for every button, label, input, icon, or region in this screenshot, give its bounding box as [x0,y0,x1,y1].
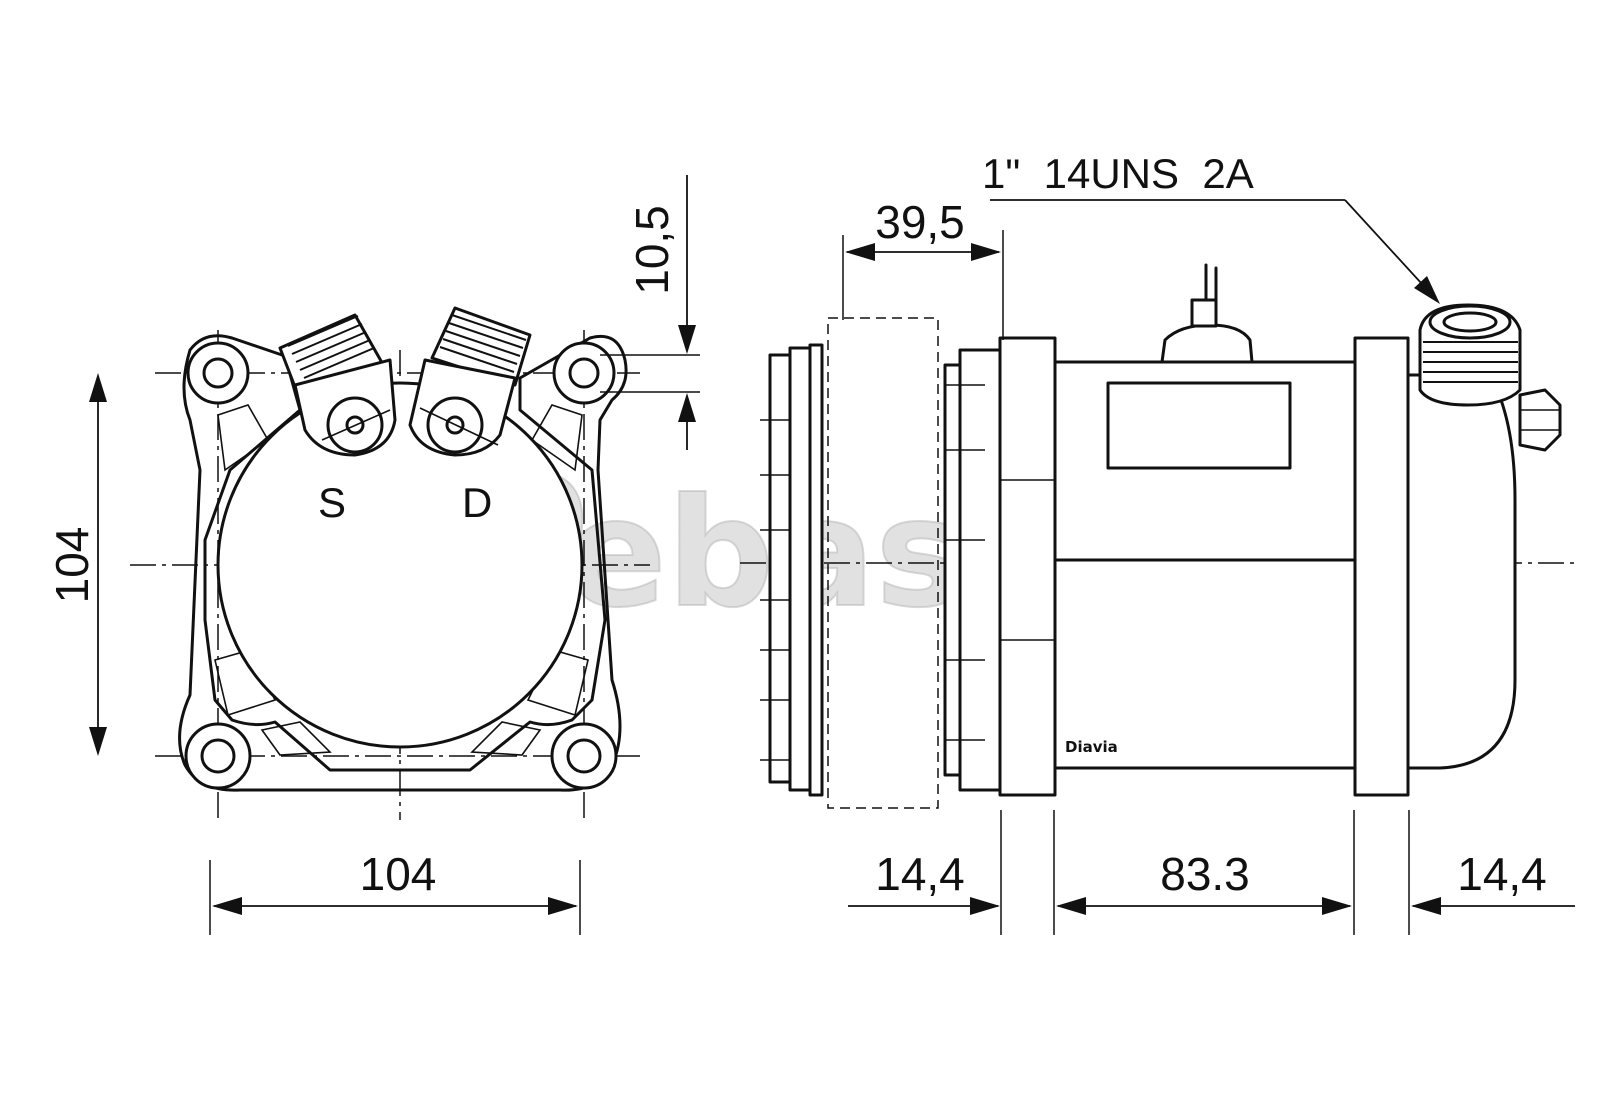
body-length-dimension: 83.3 [1056,848,1352,915]
height-dimension: 104 [46,373,107,756]
thread-spec-label: 1" 14UNS 2A [982,150,1254,197]
top-switch-connector [1160,263,1254,364]
rear-threaded-port [1418,303,1522,407]
front-head-dimension: 14,4 [848,848,1000,915]
bracket-rib-bottom-right [470,721,542,756]
discharge-port-fitting [408,306,532,457]
mounting-bracket [178,334,628,792]
rear-head [1353,336,1410,797]
compressor-cylinder-body [1053,360,1357,770]
clutch-width-value: 39,5 [875,196,965,248]
bracket-pocket-lower-right [526,649,589,717]
rear-dome [1406,373,1517,770]
thread-spec-callout: 1" 14UNS 2A [982,150,1440,304]
bolt-hole-lower-left [184,722,252,790]
bolt-hole-upper-left [186,341,250,405]
bolt-hole-lower-right [550,722,618,790]
pulley-outline [827,317,939,809]
rear-plug-fitting [1518,388,1562,452]
width-dimension-value: 104 [360,848,437,900]
rear-head-dimension-value: 14,4 [1457,848,1547,900]
port-offset-value: 10,5 [626,205,678,295]
compressor-body-circle [216,381,584,749]
discharge-port-label: D [462,479,492,526]
width-dimension: 104 [209,848,581,935]
front-head [998,336,1057,797]
bottom-dimensions: 14,4 83.3 14,4 [848,810,1575,935]
port-offset-dimension: 10,5 [600,175,700,450]
side-view: Diavia [740,150,1580,935]
bracket-pocket-lower-left [214,649,277,717]
bracket-rib-bottom-left [260,721,332,756]
suction-port-label: S [318,479,346,526]
clutch-front-plate [760,343,824,797]
height-dimension-value: 104 [46,527,98,604]
bolt-hole-upper-right [552,341,616,405]
nameplate [1106,381,1292,470]
front-head-dimension-value: 14,4 [875,848,965,900]
clutch-width-dimension: 39,5 [842,196,1004,340]
suction-port-fitting [278,313,397,457]
front-view: S D 104 104 10,5 [46,175,700,935]
brand-label: Diavia [1065,738,1118,756]
clutch-coil [943,348,1002,792]
rear-head-dimension: 14,4 [1411,848,1575,915]
body-length-dimension-value: 83.3 [1160,848,1250,900]
